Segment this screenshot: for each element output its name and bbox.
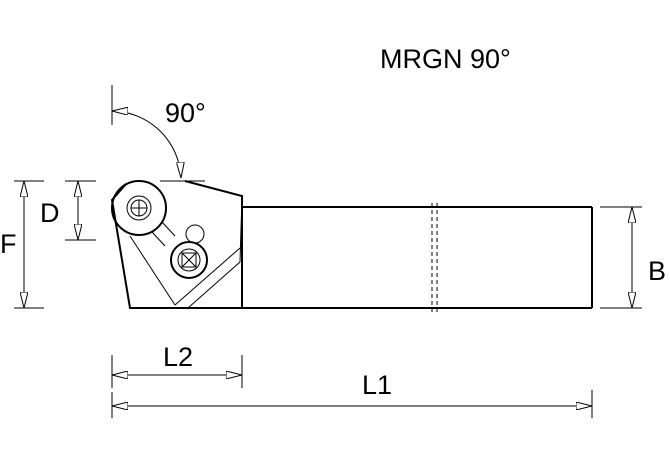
- dimension-d-label: D: [40, 198, 60, 228]
- dimension-l2: L2: [111, 342, 243, 388]
- dimension-l2-label: L2: [163, 342, 193, 372]
- dimension-l1: L1: [111, 370, 593, 418]
- clamp-screw: [170, 224, 208, 279]
- dimension-l1-label: L1: [362, 370, 392, 400]
- dimension-b: B: [600, 206, 666, 309]
- holder-head: [110, 180, 243, 309]
- dimension-f-label: F: [0, 229, 17, 259]
- holder-shank: [242, 203, 593, 312]
- angle-label: 90°: [165, 98, 206, 128]
- angle-dimension: 90°: [111, 85, 206, 182]
- dimension-b-label: B: [648, 256, 666, 286]
- dimension-f: F: [0, 180, 44, 309]
- clamp-pin: [111, 180, 176, 247]
- diagram-title: MRGN 90°: [380, 44, 511, 74]
- dimension-d: D: [40, 180, 96, 241]
